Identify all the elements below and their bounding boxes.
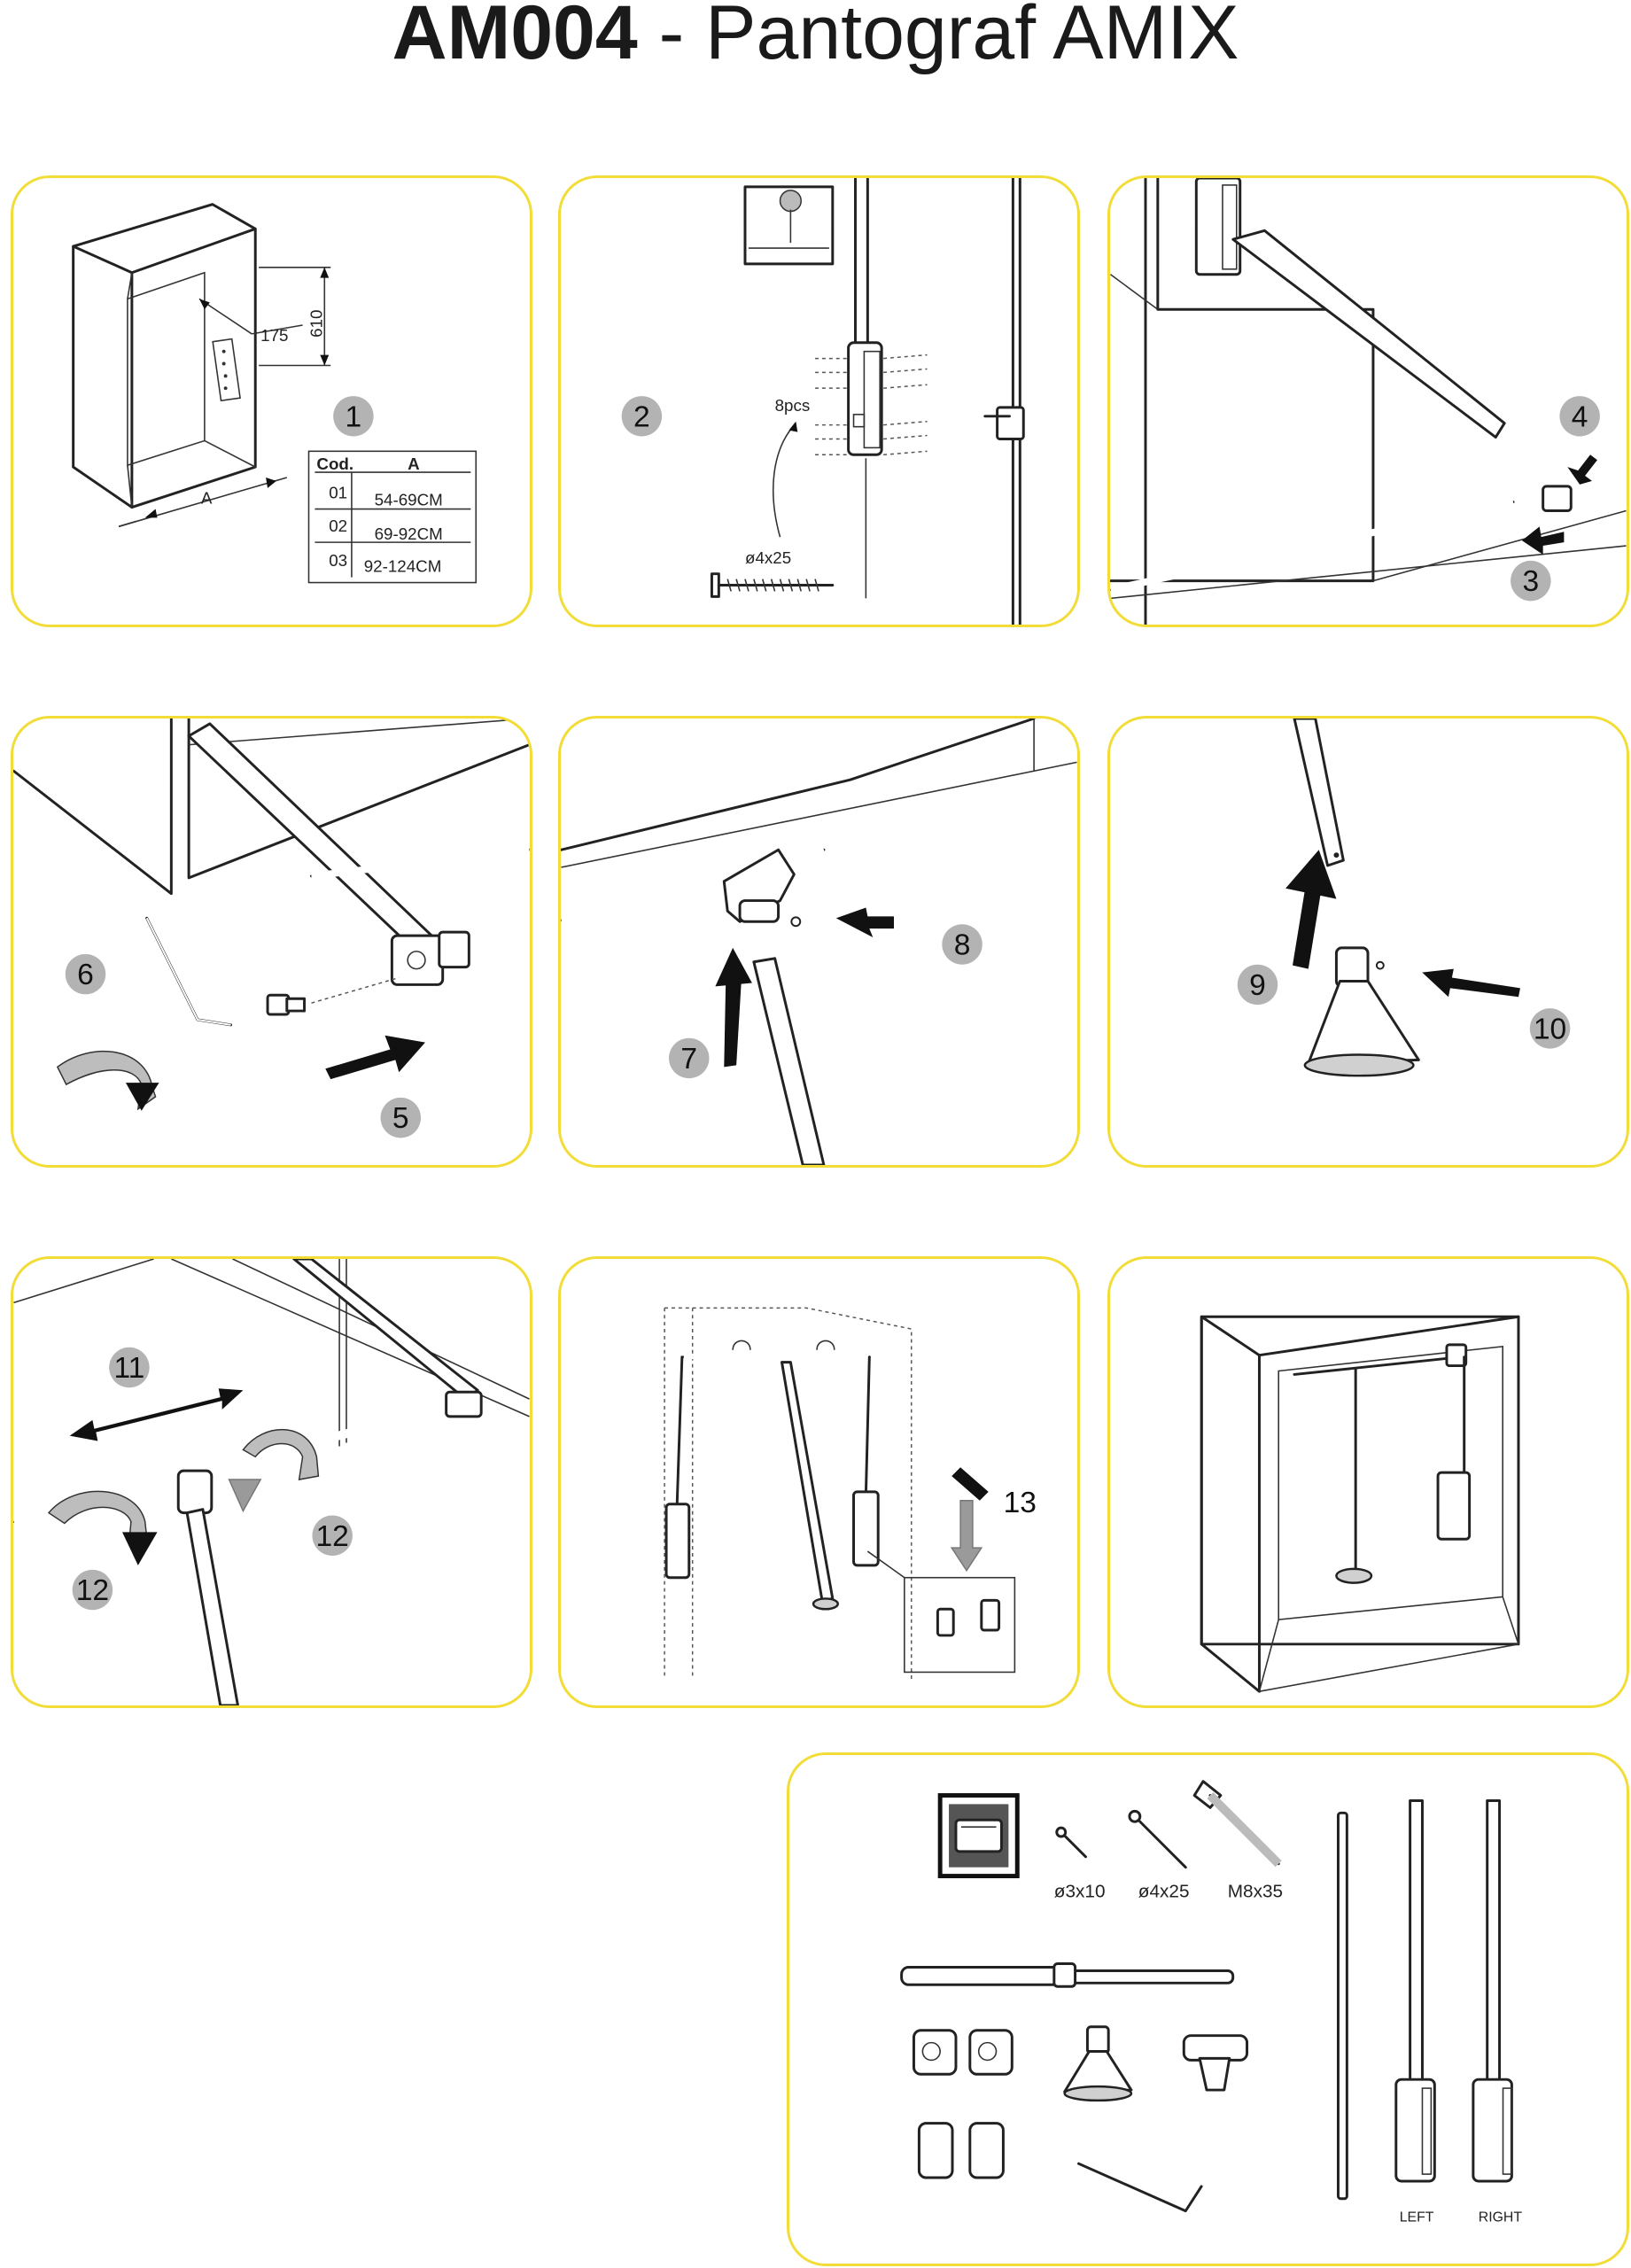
telescopic-rod-icon <box>900 1962 1235 1988</box>
svg-text:1: 1 <box>346 400 362 433</box>
step-11-badge: 11 <box>109 1347 150 1388</box>
svg-text:2: 2 <box>633 400 650 433</box>
bolt-icon <box>1192 1780 1282 1868</box>
center-support-drawing: 8 7 <box>561 718 1077 1165</box>
table-row-value: 92-124CM <box>364 557 442 576</box>
step-8-badge: 8 <box>942 924 982 965</box>
svg-text:6: 6 <box>77 959 94 991</box>
parts-list-panel: ø3x10 ø4x25 M8x35 LEFT RIGHT <box>787 1752 1629 2266</box>
rod-bracket-drawing: 4 3 <box>1110 178 1627 625</box>
svg-text:9: 9 <box>1249 969 1266 1002</box>
wall-clip-icon <box>917 2122 1005 2179</box>
step-2-badge: 2 <box>621 396 663 437</box>
step-5-6-panel: 6 5 <box>11 716 532 1168</box>
svg-text:13: 13 <box>1004 1487 1037 1519</box>
step-12-badge: 12 <box>72 1569 113 1611</box>
wood-screw-label: ø4x25 <box>1138 1881 1190 1901</box>
svg-text:8: 8 <box>954 928 971 961</box>
parts-list-drawing: ø3x10 ø4x25 M8x35 LEFT RIGHT <box>900 1780 1523 2225</box>
table-row-code: 03 <box>329 551 347 570</box>
step-7-badge: 7 <box>669 1037 710 1079</box>
step-11-12-panel: 11 12 12 <box>11 1256 532 1708</box>
foot-assembly-drawing: 9 10 <box>1237 718 1571 1077</box>
mechanism-fixing-drawing: 8pcs ø4x25 2 <box>621 178 1025 625</box>
step-1-panel: 610 175 A 1 Cod. A 01 54-69CM 02 69-92 <box>11 175 532 627</box>
width-code-table: Cod. A 01 54-69CM 02 69-92CM 03 92-124CM <box>307 450 478 584</box>
height-dimension-label: 610 <box>307 310 325 338</box>
foot-base-icon <box>1063 2025 1133 2102</box>
allen-key-icon <box>1077 2162 1203 2213</box>
cabinet-dimensions-drawing: 610 175 A 1 Cod. A 01 54-69CM 02 69-92 <box>72 203 478 584</box>
step-13-badge: 13 <box>1004 1487 1037 1519</box>
step-9-10-panel: 9 10 <box>1107 716 1629 1168</box>
rod-fixing-drawing: 6 5 <box>13 718 530 1138</box>
product-code: AM004 <box>392 0 638 75</box>
svg-text:3: 3 <box>1522 565 1539 598</box>
step-6-badge: 6 <box>65 953 106 995</box>
svg-text:12: 12 <box>76 1574 109 1607</box>
svg-text:11: 11 <box>113 1352 144 1385</box>
right-mechanism-label: RIGHT <box>1479 2210 1523 2225</box>
table-row-code: 02 <box>329 517 347 535</box>
wood-screw-icon <box>1128 1809 1187 1869</box>
width-dimension-label: A <box>201 489 213 508</box>
step-2-panel: 8pcs ø4x25 2 <box>558 175 1080 627</box>
left-mechanism-label: LEFT <box>1400 2210 1434 2225</box>
svg-text:5: 5 <box>392 1102 409 1135</box>
table-row-code: 01 <box>329 484 347 502</box>
step-7-8-panel: 8 7 <box>558 716 1080 1168</box>
svg-text:7: 7 <box>680 1043 697 1076</box>
mounted-pantograph-drawing: 13 <box>664 1307 1037 1680</box>
svg-text:10: 10 <box>1534 1013 1566 1045</box>
step-3-badge: 3 <box>1511 560 1551 602</box>
depth-dimension-label: 175 <box>260 326 288 345</box>
left-mechanism-icon <box>1394 1798 1436 2183</box>
step-12-badge: 12 <box>312 1515 353 1557</box>
small-screw-icon <box>1055 1826 1087 1859</box>
step-4-badge: 4 <box>1559 396 1600 437</box>
step-1-badge: 1 <box>333 396 374 437</box>
right-mechanism-icon <box>1472 1798 1513 2183</box>
wood-screw-icon <box>710 572 835 598</box>
table-header-code: Cod. <box>316 454 353 473</box>
page-title: AM004 - Pantograf AMIX <box>0 0 1631 82</box>
mechanism-box-icon <box>937 1793 1020 1879</box>
step-3-4-panel: 4 3 <box>1107 175 1629 627</box>
screw-size-label: ø4x25 <box>745 548 791 567</box>
final-assembly-panel <box>1107 1256 1629 1708</box>
step-5-badge: 5 <box>380 1097 421 1138</box>
bolt-label: M8x35 <box>1228 1881 1283 1901</box>
svg-text:12: 12 <box>316 1520 349 1553</box>
step-10-badge: 10 <box>1529 1008 1571 1049</box>
table-row-value: 69-92CM <box>375 524 443 543</box>
width-adjustment-drawing: 11 12 12 <box>13 1259 530 1705</box>
screw-quantity-label: 8pcs <box>775 396 811 415</box>
rod-bracket-icon <box>912 2029 1014 2076</box>
table-header-width: A <box>408 454 420 473</box>
title-separator: - <box>637 0 706 75</box>
installed-wardrobe-drawing <box>1200 1315 1520 1693</box>
step-13-panel: 13 <box>558 1256 1080 1708</box>
svg-text:4: 4 <box>1572 400 1588 433</box>
small-screw-label: ø3x10 <box>1054 1881 1106 1901</box>
t-connector-icon <box>1182 2034 1249 2092</box>
product-name: Pantograf AMIX <box>705 0 1239 75</box>
table-row-value: 54-69CM <box>375 491 443 509</box>
step-9-badge: 9 <box>1237 964 1278 1006</box>
